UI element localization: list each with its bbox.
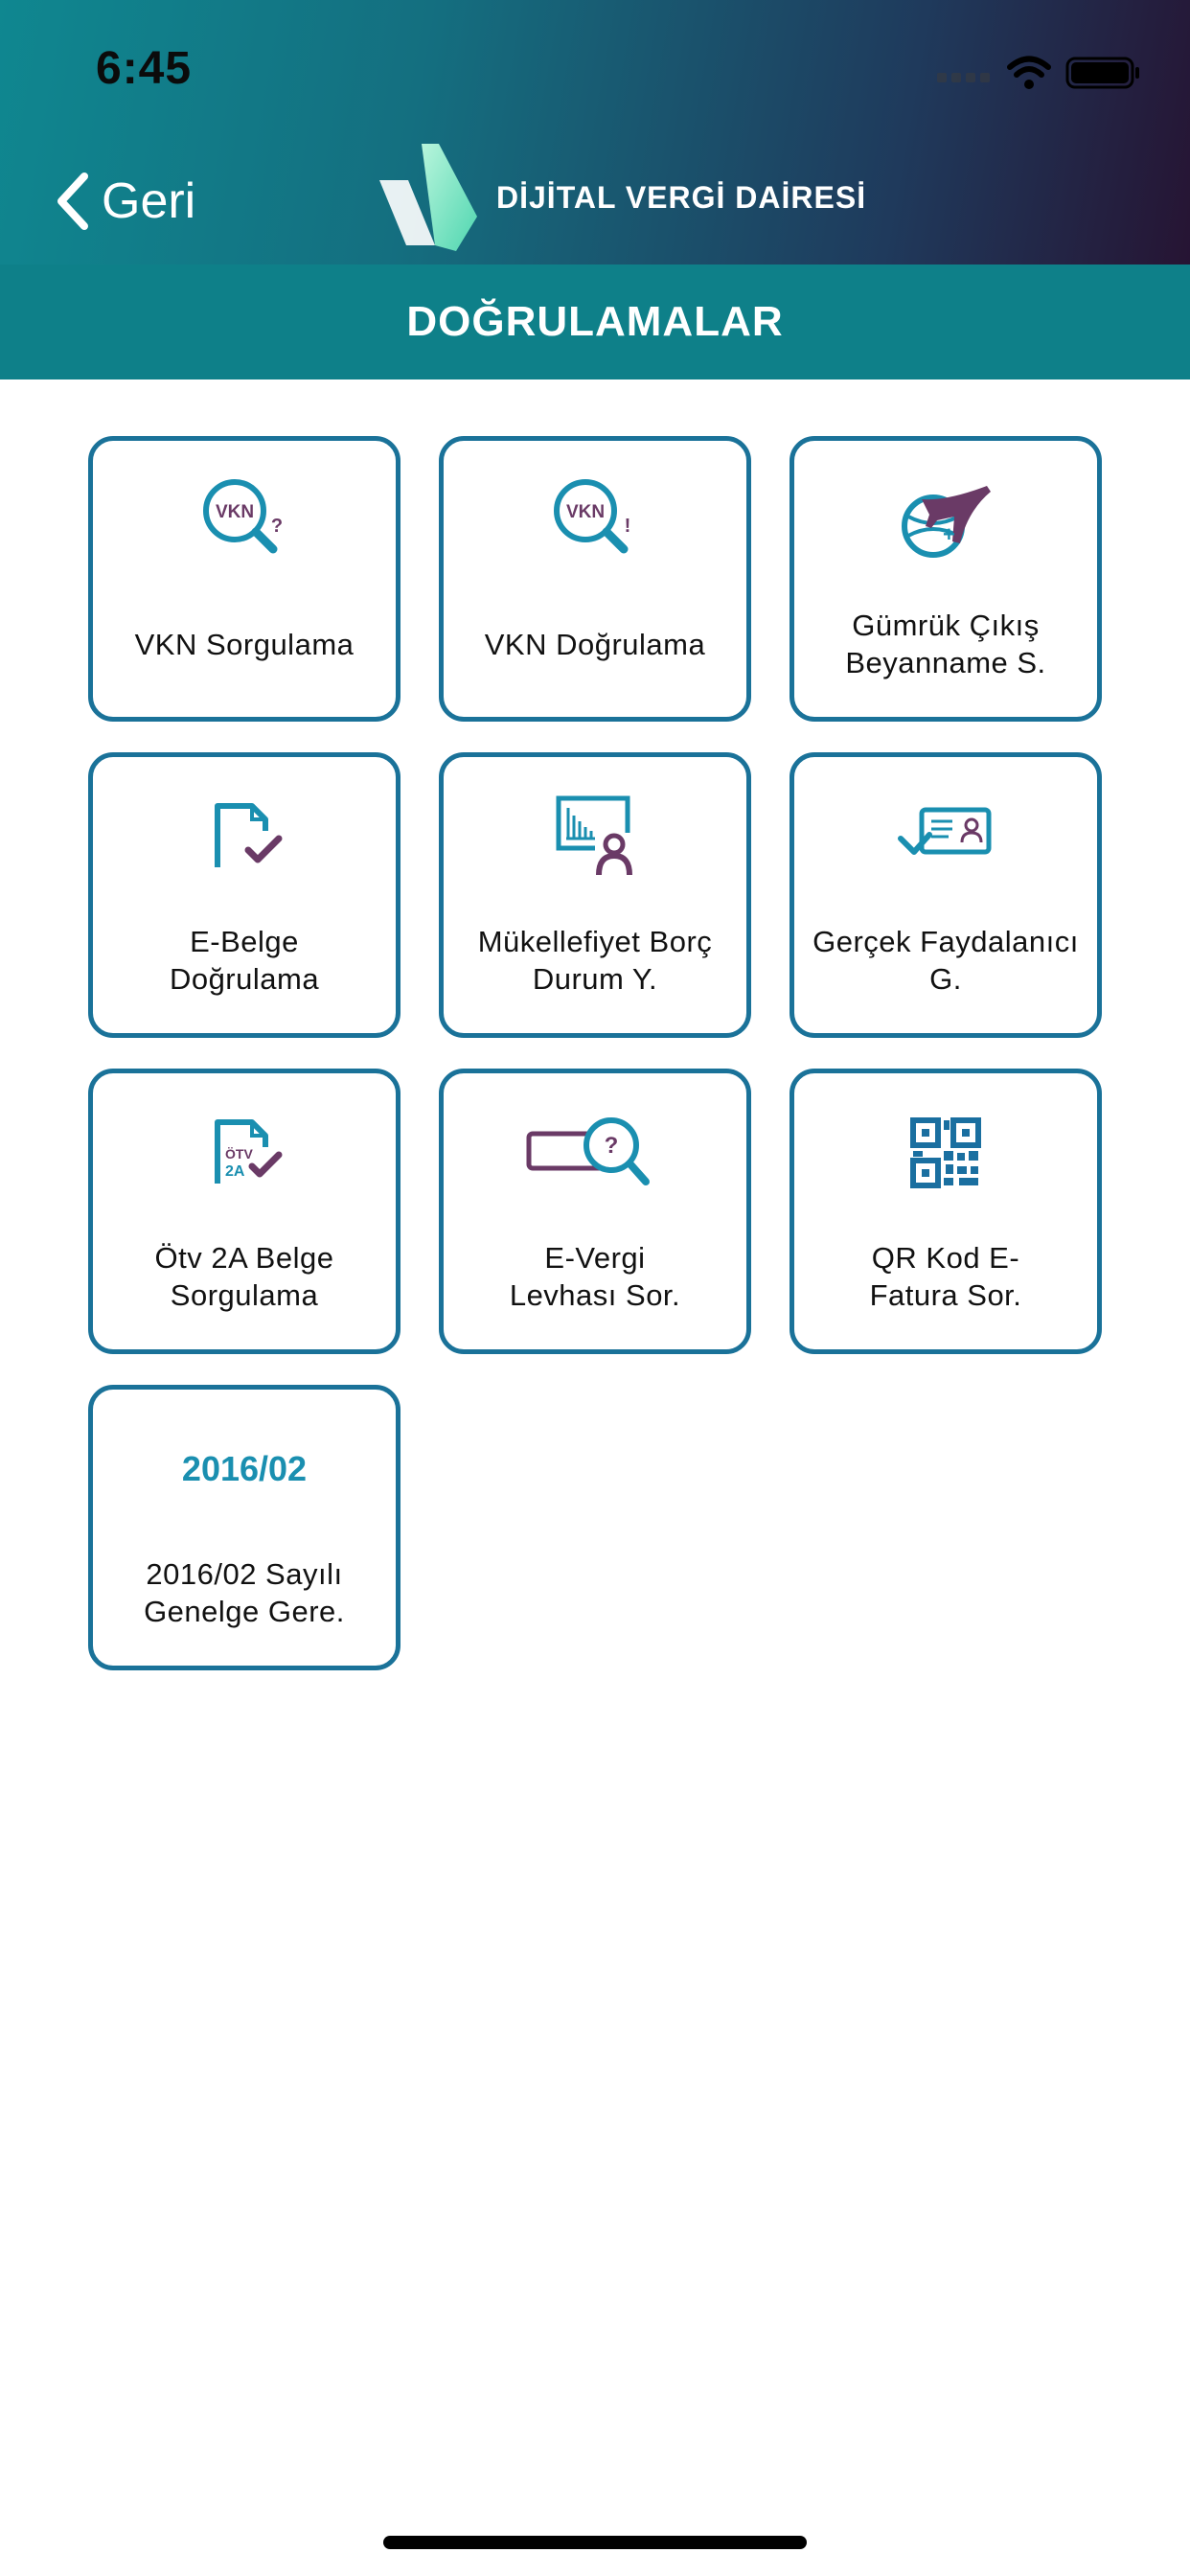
card-label-line1: Ötv 2A Belge [154, 1241, 334, 1275]
svg-text:2A: 2A [225, 1163, 245, 1180]
card-label-line1: Gerçek Faydalanıcı [812, 925, 1079, 958]
card-label-line2: Levhası Sor. [509, 1278, 681, 1312]
svg-text:?: ? [271, 516, 283, 537]
card-e-vergi-levhasi[interactable]: ? E-Vergi Levhası Sor. [439, 1069, 751, 1354]
card-label: Gümrük Çıkış Beyanname S. [802, 596, 1089, 692]
vkn-verify-icon: VKN ! [554, 479, 631, 554]
card-label-line1: QR Kod E- [871, 1241, 1020, 1275]
cellular-signal-icon [937, 73, 990, 82]
battery-icon [1065, 57, 1139, 89]
app-title: DİJİTAL VERGİ DAİRESİ [496, 179, 867, 215]
back-label: Geri [102, 173, 196, 229]
card-vkn-dogrulama[interactable]: VKN ! VKN Doğrulama [439, 436, 751, 722]
svg-text:VKN: VKN [566, 502, 605, 522]
chevron-left-icon [57, 172, 88, 230]
card-label-line2: Sorgulama [170, 1278, 319, 1312]
card-gumruk-cikis[interactable]: + Gümrük Çıkış Beyanname S. [790, 436, 1102, 722]
card-vkn-sorgulama[interactable]: VKN ? VKN Sorgulama [88, 436, 400, 722]
vkn-search-icon: VKN ? [203, 479, 283, 554]
card-e-belge-dogrulama[interactable]: E-Belge Doğrulama [88, 752, 400, 1038]
wifi-icon [1007, 56, 1051, 89]
card-gercek-faydalanici[interactable]: Gerçek Faydalanıcı G. [790, 752, 1102, 1038]
home-indicator[interactable] [383, 2536, 807, 2549]
card-label-line1: Gümrük Çıkış [852, 609, 1040, 642]
card-label-line1: VKN Doğrulama [484, 627, 706, 661]
otv-document-icon: ÖTV 2A [215, 1119, 283, 1184]
card-label: Mükellefiyet Borç Durum Y. [451, 912, 739, 1008]
svg-text:!: ! [625, 516, 631, 537]
card-label: Gerçek Faydalanıcı G. [802, 912, 1089, 1008]
dvd-logo-icon [379, 144, 477, 251]
globe-plane-icon: + [902, 486, 991, 558]
card-2016-02-genelge[interactable]: 2016/02 2016/02 Sayılı Genelge Gere. [88, 1385, 400, 1670]
card-qr-kod-e-fatura[interactable]: QR Kod E- Fatura Sor. [790, 1069, 1102, 1354]
status-time: 6:45 [96, 43, 193, 94]
card-label-line1: E-Vergi [544, 1241, 646, 1275]
id-card-check-icon [898, 807, 992, 855]
card-label: 2016/02 Sayılı Genelge Gere. [101, 1545, 388, 1641]
card-label-line2: Genelge Gere. [144, 1595, 345, 1628]
svg-text:+: + [943, 522, 955, 546]
card-label-line1: E-Belge [190, 925, 299, 958]
app-header: 6:45 Geri [0, 0, 1190, 264]
card-label: E-Belge Doğrulama [101, 912, 388, 1008]
card-label: QR Kod E- Fatura Sor. [802, 1229, 1089, 1324]
svg-text:?: ? [605, 1133, 619, 1159]
verification-grid: VKN ? VKN Sorgulama VKN ! VKN Doğrulama [88, 436, 1102, 1670]
card-label-line2: Beyanname S. [845, 646, 1046, 679]
card-label: VKN Doğrulama [451, 596, 739, 692]
card-label-line2: Fatura Sor. [869, 1278, 1022, 1312]
svg-text:VKN: VKN [216, 502, 254, 522]
card-label-line2: G. [929, 962, 962, 996]
chart-person-icon [556, 795, 633, 876]
circular-code-icon: 2016/02 [181, 1449, 308, 1488]
card-label-line2: Durum Y. [532, 962, 658, 996]
document-check-icon [215, 803, 283, 867]
card-otv-2a-belge[interactable]: ÖTV 2A Ötv 2A Belge Sorgulama [88, 1069, 400, 1354]
card-label-line2: Doğrulama [169, 962, 320, 996]
card-label: VKN Sorgulama [101, 596, 388, 692]
back-button[interactable]: Geri [54, 163, 195, 240]
card-label-line1: 2016/02 Sayılı [146, 1557, 343, 1591]
card-label: Ötv 2A Belge Sorgulama [101, 1229, 388, 1324]
qr-code-icon [910, 1117, 981, 1188]
app-logo: DİJİTAL VERGİ DAİRESİ [379, 144, 866, 251]
status-icons [937, 50, 1142, 96]
card-label: E-Vergi Levhası Sor. [451, 1229, 739, 1324]
svg-text:ÖTV: ÖTV [225, 1146, 253, 1162]
card-label-line1: VKN Sorgulama [134, 627, 355, 661]
card-mukellefiyet-borc[interactable]: Mükellefiyet Borç Durum Y. [439, 752, 751, 1038]
page-title: DOĞRULAMALAR [0, 264, 1190, 380]
tax-plate-search-icon: ? [526, 1117, 650, 1185]
card-label-line1: Mükellefiyet Borç [477, 925, 713, 958]
